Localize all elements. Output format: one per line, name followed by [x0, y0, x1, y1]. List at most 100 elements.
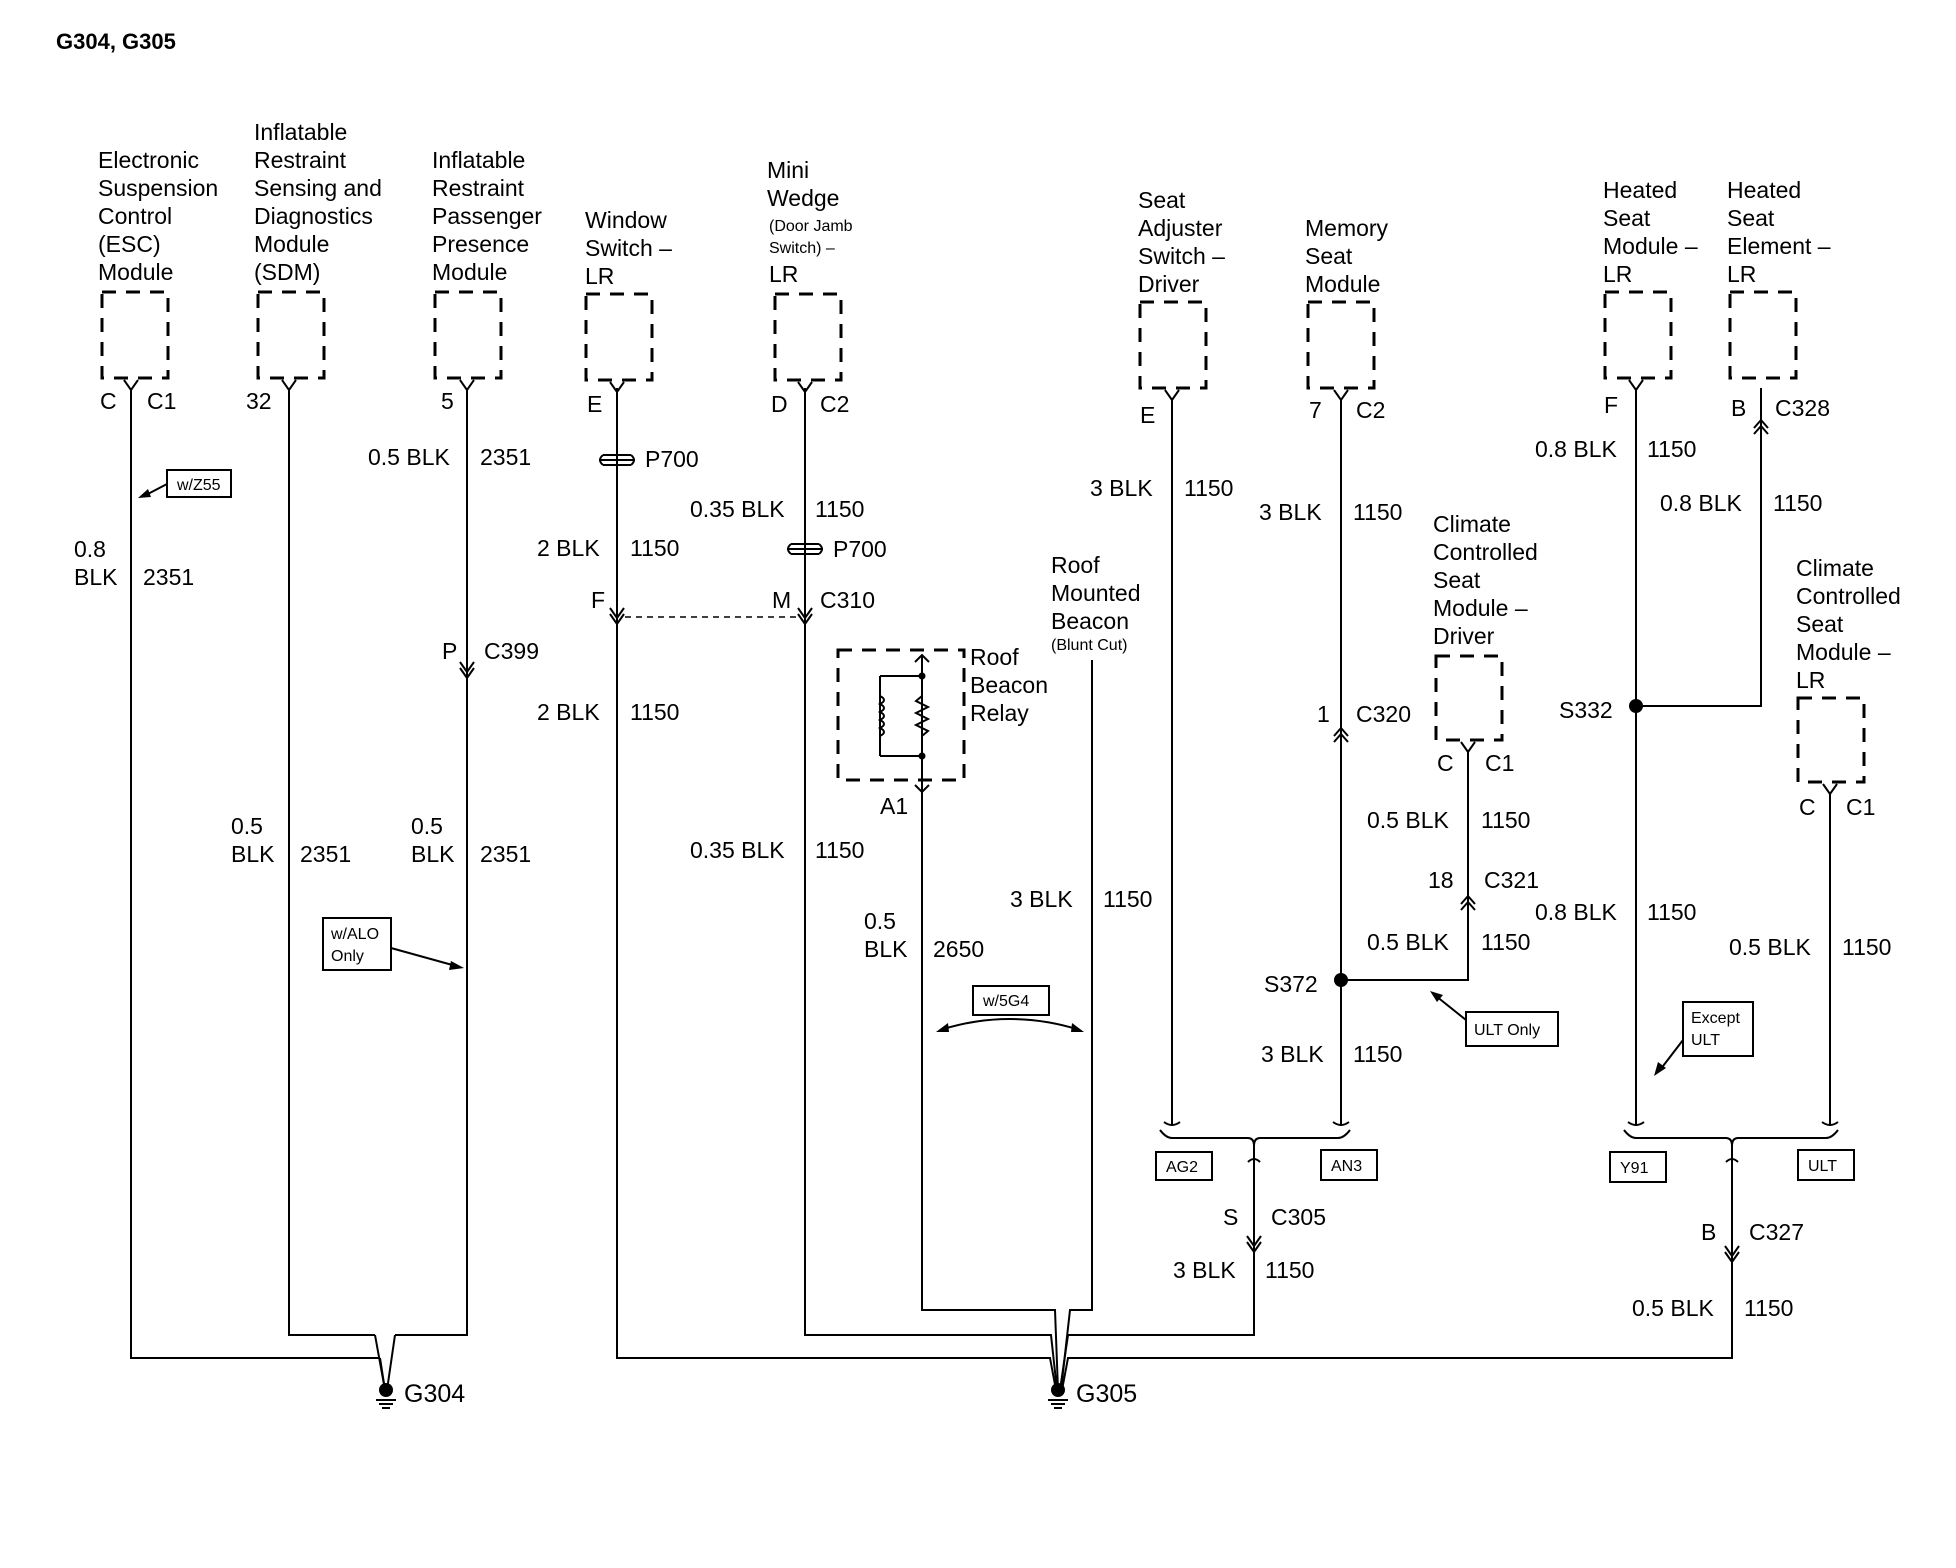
window-top-circuit: 1150 [630, 535, 679, 561]
s372-down-circuit: 1150 [1353, 1041, 1402, 1067]
heated-element-pin: B [1731, 395, 1746, 421]
c327-pin: B [1701, 1219, 1716, 1245]
memory-seat-connector: C2 [1356, 397, 1385, 423]
c320-label: C320 [1356, 701, 1411, 727]
roof-beacon-label: Roof Mounted Beacon [1051, 552, 1147, 634]
c310-pin-f: F [591, 587, 605, 613]
ccs-lr-pin: C [1799, 794, 1816, 820]
mini-wedge-top-wire: 0.35 BLK [690, 496, 785, 522]
memory-seat-pin: 7 [1309, 397, 1322, 423]
roof-relay-label: Roof Beacon Relay [970, 644, 1054, 726]
memory-seat-wire: 3 BLK [1259, 499, 1322, 525]
ppm-pin: 5 [441, 388, 454, 414]
svg-text:Only: Only [331, 948, 364, 965]
ground-g304-symbol [375, 1382, 397, 1409]
splice-s332-dot [1629, 699, 1643, 713]
sdm-wire-size: 0.5 [231, 813, 263, 839]
mini-wedge-top-circuit: 1150 [815, 496, 864, 522]
memory-seat-circuit: 1150 [1353, 499, 1402, 525]
memory-seat-box [1306, 300, 1376, 390]
mini-wedge-box [773, 292, 843, 382]
ppm-module-box [433, 290, 503, 380]
harness-tag-y91: Y91 [1609, 1151, 1667, 1183]
harness-tag-an3: AN3 [1320, 1149, 1378, 1181]
svg-text:w/5G4: w/5G4 [982, 993, 1029, 1010]
esc-pin: C [100, 388, 117, 414]
c305-label: C305 [1271, 1204, 1326, 1230]
svg-text:w/Z55: w/Z55 [176, 477, 221, 494]
ccs-lr-circuit: 1150 [1842, 934, 1891, 960]
mini-wedge-connector: C2 [820, 391, 849, 417]
c399-label: C399 [484, 638, 539, 664]
esc-wire-circuit: 2351 [143, 564, 194, 590]
esc-connector: C1 [147, 388, 176, 414]
seat-adjuster-box [1138, 300, 1208, 390]
harness-terminals [1163, 1121, 1839, 1126]
ccs-driver-pin: C [1437, 750, 1454, 776]
c305-down-circuit: 1150 [1265, 1257, 1314, 1283]
svg-text:w/ALO: w/ALO [330, 926, 379, 943]
option-tag-except-ult: Except ULT [1654, 1001, 1754, 1076]
ccs-driver-circuit-2: 1150 [1481, 929, 1530, 955]
beacon-wire-circuit: 1150 [1103, 886, 1152, 912]
ccs-driver-box [1434, 654, 1504, 742]
svg-text:AG2: AG2 [1166, 1159, 1198, 1176]
esc-wire-color: BLK [74, 564, 118, 590]
window-switch-pin: E [587, 391, 602, 417]
c305-pin: S [1223, 1204, 1238, 1230]
svg-text:Y91: Y91 [1620, 1160, 1649, 1177]
heated-module-circuit: 1150 [1647, 436, 1696, 462]
c310-pin-m: M [772, 587, 791, 613]
ccs-lr-label: Climate Controlled Seat Module – LR [1796, 555, 1907, 693]
option-tag-5g4: w/5G4 [936, 985, 1084, 1032]
roof-relay-box [836, 648, 966, 782]
ccs-driver-wire-2: 0.5 BLK [1367, 929, 1449, 955]
seat-adjuster-wire: 3 BLK [1090, 475, 1153, 501]
heated-element-wire: 0.8 BLK [1660, 490, 1742, 516]
heated-module-pin: F [1604, 392, 1618, 418]
s332-down-wire: 0.8 BLK [1535, 899, 1617, 925]
window-top-wire: 2 BLK [537, 535, 600, 561]
c327-down-wire: 0.5 BLK [1632, 1295, 1714, 1321]
ccs-driver-circuit-1: 1150 [1481, 807, 1530, 833]
ccs-lr-box [1796, 696, 1866, 784]
ccs-lr-wire: 0.5 BLK [1729, 934, 1811, 960]
sdm-module-label: Inflatable Restraint Sensing and Diagnos… [254, 119, 388, 285]
sdm-wire-color: BLK [231, 841, 275, 867]
window-bottom-circuit: 1150 [630, 699, 679, 725]
s332-down-circuit: 1150 [1647, 899, 1696, 925]
harness-tag-ult: ULT [1797, 1149, 1855, 1181]
relay-pin: A1 [880, 793, 908, 819]
option-tag-ult-only: ULT Only [1430, 991, 1559, 1047]
roof-beacon-sublabel: (Blunt Cut) [1051, 637, 1127, 654]
heated-seat-module-label: Heated Seat Module – LR [1603, 177, 1704, 287]
ppm-wire-circuit: 2351 [480, 841, 531, 867]
seat-adjuster-circuit: 1150 [1184, 475, 1233, 501]
option-tag-alo: w/ALO Only [322, 917, 464, 971]
ground-g304-label: G304 [404, 1380, 465, 1408]
ccs-driver-wire-1: 0.5 BLK [1367, 807, 1449, 833]
p700-label-1: P700 [645, 446, 699, 472]
c321-pin: 18 [1428, 867, 1454, 893]
sdm-module-box [256, 290, 326, 380]
mini-wedge-label: Mini Wedge [767, 157, 839, 211]
c327-label: C327 [1749, 1219, 1804, 1245]
ppm-wire-color: BLK [411, 841, 455, 867]
diagram-title: G304, G305 [56, 29, 176, 54]
seat-adjuster-label: Seat Adjuster Switch – Driver [1138, 187, 1231, 297]
ccs-driver-label: Climate Controlled Seat Module – Driver [1433, 511, 1544, 649]
sdm-pin: 32 [246, 388, 272, 414]
relay-coil-resistor [877, 653, 931, 794]
heated-module-wire: 0.8 BLK [1535, 436, 1617, 462]
window-switch-label: Window Switch – LR [585, 207, 678, 289]
window-switch-box [584, 292, 654, 382]
svg-text:ULT: ULT [1691, 1032, 1720, 1049]
c399-pin: P [442, 638, 457, 664]
svg-text:ULT: ULT [1808, 1158, 1837, 1175]
window-bottom-wire: 2 BLK [537, 699, 600, 725]
c321-label: C321 [1484, 867, 1539, 893]
ground-g305-label: G305 [1076, 1380, 1137, 1408]
c327-down-circuit: 1150 [1744, 1295, 1793, 1321]
